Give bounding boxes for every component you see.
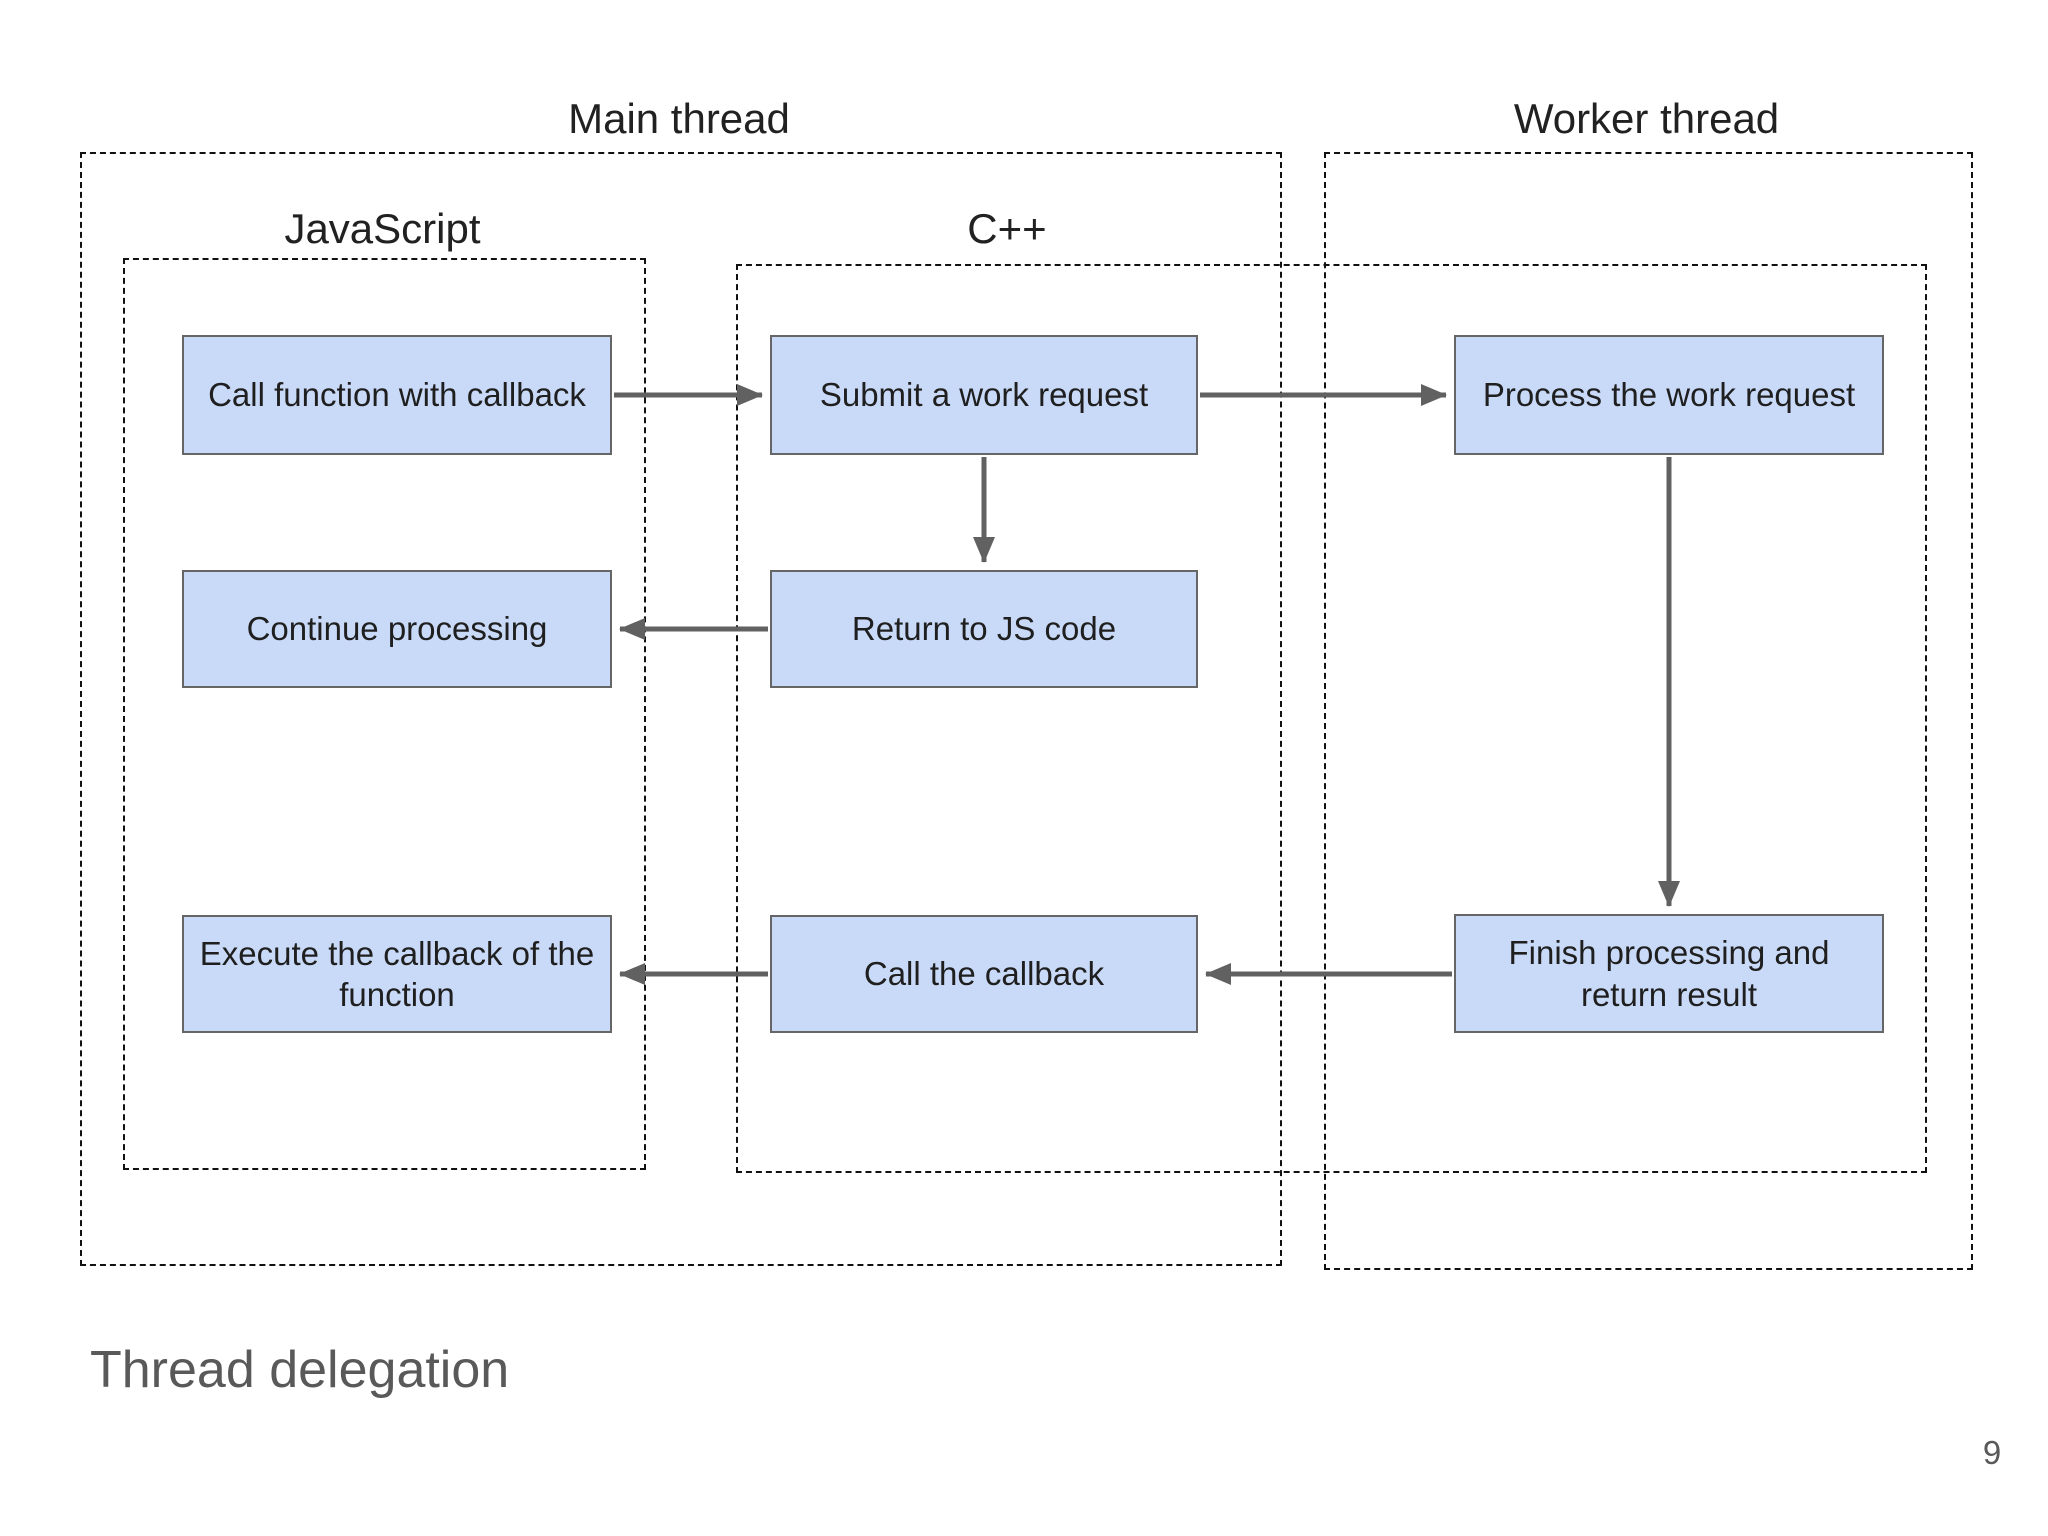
main-thread-container (80, 152, 1282, 1266)
node-process-work: Process the work request (1454, 335, 1884, 455)
cpp-container (736, 264, 1927, 1173)
worker-thread-label: Worker thread (1513, 95, 1780, 142)
cpp-label: C++ (967, 205, 1047, 252)
node-call-function: Call function with callback (182, 335, 612, 455)
node-continue-processing: Continue processing (182, 570, 612, 688)
node-finish-processing: Finish processing and return result (1454, 914, 1884, 1033)
page-number: 9 (1982, 1434, 2002, 1471)
slide-title: Thread delegation (90, 1341, 510, 1399)
node-return-js: Return to JS code (770, 570, 1198, 688)
worker-thread-container (1324, 152, 1973, 1270)
main-thread-label: Main thread (568, 95, 790, 142)
node-execute-callback: Execute the callback of the function (182, 915, 612, 1033)
node-call-callback: Call the callback (770, 915, 1198, 1033)
javascript-label: JavaScript (284, 205, 481, 252)
javascript-container (123, 258, 646, 1170)
node-submit-work: Submit a work request (770, 335, 1198, 455)
